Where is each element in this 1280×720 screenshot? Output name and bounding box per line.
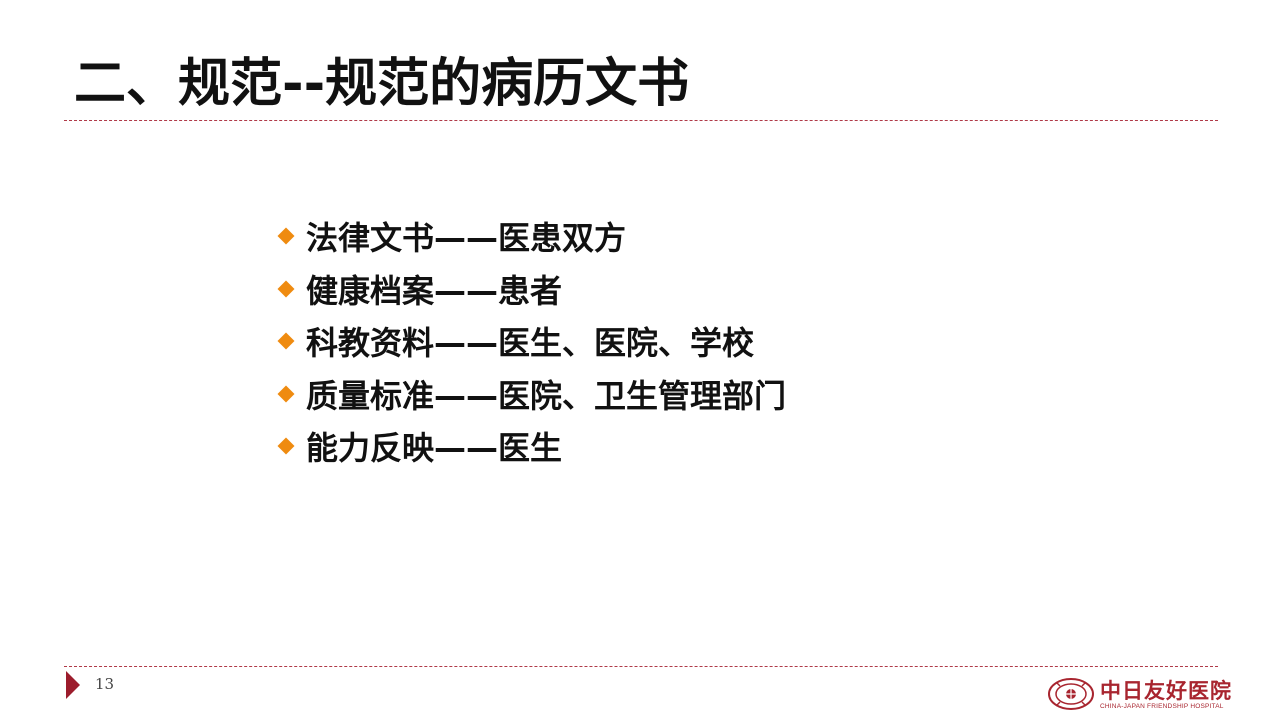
title-divider bbox=[64, 120, 1218, 121]
bullet-text: 法律文书——医患双方 bbox=[306, 219, 627, 258]
bullet-item: 法律文书——医患双方 bbox=[276, 210, 786, 263]
bullet-text: 质量标准——医院、卫生管理部门 bbox=[306, 376, 787, 415]
bullet-item: 科教资料——医生、医院、学校 bbox=[276, 315, 786, 368]
page-number: 13 bbox=[95, 675, 115, 693]
logo-name-en: CHINA-JAPAN FRIENDSHIP HOSPITAL bbox=[1100, 703, 1224, 710]
footer-divider bbox=[64, 666, 1218, 667]
bullet-text: 能力反映——医生 bbox=[306, 429, 563, 468]
logo-name-cn: 中日友好医院 bbox=[1100, 678, 1232, 703]
diamond-bullet-icon bbox=[277, 437, 295, 455]
triangle-marker-icon bbox=[66, 671, 80, 699]
diamond-bullet-icon bbox=[277, 280, 295, 298]
hospital-logo: 中日友好医院 CHINA-JAPAN FRIENDSHIP HOSPITAL bbox=[1046, 674, 1238, 714]
bullet-list: 法律文书——医患双方 健康档案——患者 科教资料——医生、医院、学校 质量标准—… bbox=[276, 210, 786, 473]
hospital-seal-icon bbox=[1048, 678, 1094, 710]
bullet-item: 健康档案——患者 bbox=[276, 263, 786, 316]
diamond-bullet-icon bbox=[277, 332, 295, 350]
bullet-item: 能力反映——医生 bbox=[276, 420, 786, 473]
diamond-bullet-icon bbox=[277, 385, 295, 403]
bullet-text: 科教资料——医生、医院、学校 bbox=[306, 324, 755, 363]
slide-title: 二、规范--规范的病历文书 bbox=[74, 54, 690, 114]
bullet-item: 质量标准——医院、卫生管理部门 bbox=[276, 368, 786, 421]
diamond-bullet-icon bbox=[277, 227, 295, 245]
bullet-text: 健康档案——患者 bbox=[306, 271, 563, 310]
